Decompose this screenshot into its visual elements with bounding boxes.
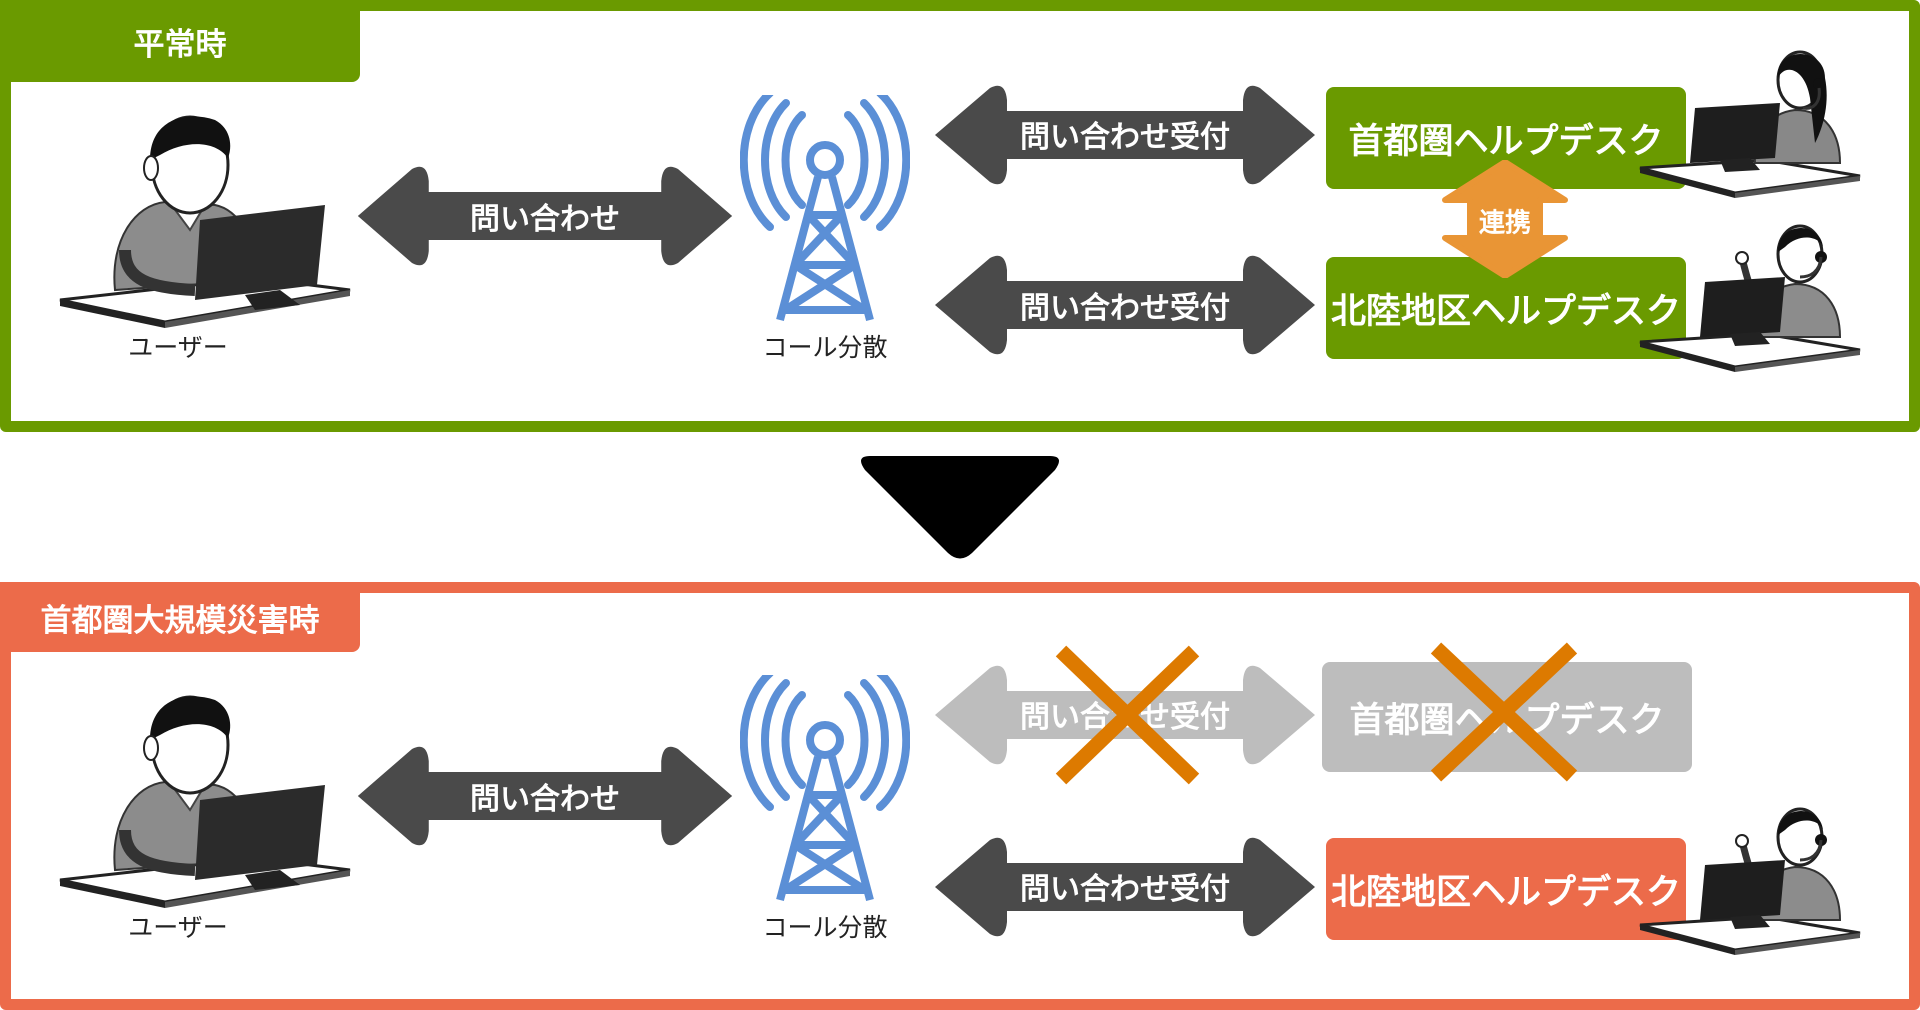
normal-operation-panel (0, 0, 1920, 432)
radio-tower-icon (740, 95, 910, 325)
user-label: ユーザー (128, 333, 228, 362)
hokuriku-helpdesk-box: 北陸地区ヘルプデスク (1326, 838, 1686, 940)
operator-headset-icon (1635, 805, 1865, 955)
normal-operation-tab: 平常時 (0, 0, 360, 82)
cross-icon (1430, 642, 1578, 782)
inquiry-label: 問い合わせ (470, 782, 620, 817)
user-at-computer-icon (55, 110, 355, 340)
reception-label-hokuriku: 問い合わせ受付 (1020, 291, 1230, 326)
operator-headset-icon (1635, 48, 1865, 198)
inquiry-label: 問い合わせ (470, 202, 620, 237)
user-at-computer-icon (55, 690, 355, 920)
reception-label-hokuriku: 問い合わせ受付 (1020, 872, 1230, 907)
call-distribution-label: コール分散 (762, 333, 888, 362)
disaster-tab: 首都圏大規模災害時 (0, 582, 360, 652)
link-label: 連携 (1478, 208, 1532, 239)
user-label: ユーザー (128, 913, 228, 942)
call-distribution-label: コール分散 (762, 913, 888, 942)
radio-tower-icon (740, 675, 910, 905)
operator-headset-icon (1635, 222, 1865, 372)
disaster-panel (0, 582, 1920, 1010)
link-double-arrow (1442, 160, 1568, 278)
cross-icon (1055, 645, 1200, 785)
reception-label-capital: 問い合わせ受付 (1020, 120, 1230, 155)
down-triangle-icon (861, 456, 1059, 559)
